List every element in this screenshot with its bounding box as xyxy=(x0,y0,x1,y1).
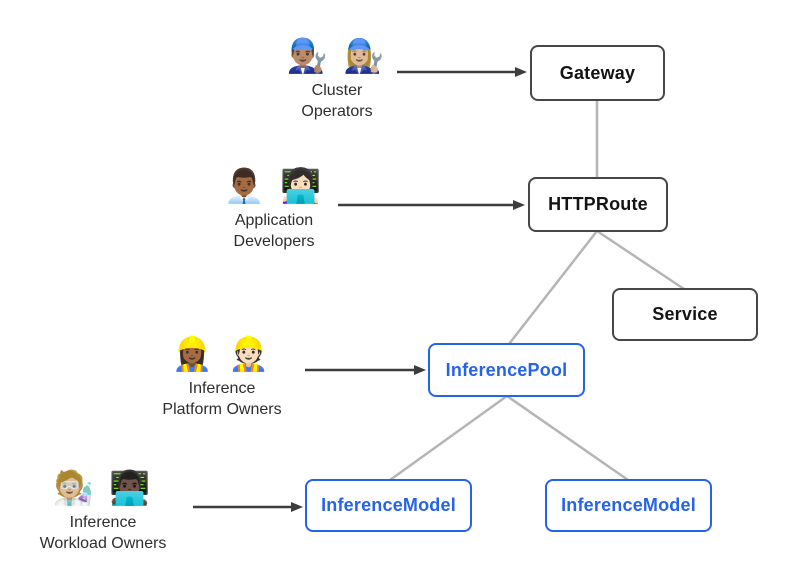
persona-label: Cluster Operators xyxy=(301,80,372,122)
cluster-operators-icon: 👨🏽‍🔧 👩🏼‍🔧 xyxy=(286,37,388,74)
persona-label: Inference Platform Owners xyxy=(162,378,281,420)
persona-label-line1: Inference xyxy=(188,380,256,397)
node-httproute: HTTPRoute xyxy=(528,177,668,232)
node-service: Service xyxy=(612,288,758,341)
persona-label: Application Developers xyxy=(234,210,315,252)
connector-httproute-service xyxy=(596,229,685,291)
persona-label-line1: Cluster xyxy=(311,82,363,99)
persona-label-line2: Developers xyxy=(233,233,315,250)
node-inferencemodel-left: InferenceModel xyxy=(305,479,472,532)
node-gateway: Gateway xyxy=(530,45,665,101)
application-developers-icon: 👨🏾‍💼 👩🏻‍💻 xyxy=(223,167,325,204)
connector-httproute-inferencepool xyxy=(508,230,598,345)
persona-label-line2: Operators xyxy=(301,103,373,120)
persona-label-line1: Inference xyxy=(69,514,137,531)
persona-label: Inference Workload Owners xyxy=(40,512,167,554)
persona-label-line2: Platform Owners xyxy=(162,401,282,418)
persona-inference-platform-owners: 👷🏾‍♀️ 👷🏻 Inference Platform Owners xyxy=(112,334,332,420)
persona-label-line1: Application xyxy=(234,212,314,229)
persona-inference-workload-owners: 🧑🏼‍🔬 👨🏿‍💻 Inference Workload Owners xyxy=(0,468,213,554)
inference-platform-owners-icon: 👷🏾‍♀️ 👷🏻 xyxy=(171,335,273,372)
node-inferencemodel-right: InferenceModel xyxy=(545,479,712,532)
connector-inferencepool-inferencemodel-left xyxy=(389,394,508,482)
connector-inferencepool-inferencemodel-right xyxy=(506,394,629,482)
persona-label-line2: Workload Owners xyxy=(39,535,167,552)
node-inferencepool: InferencePool xyxy=(428,343,585,397)
inference-workload-owners-icon: 🧑🏼‍🔬 👨🏿‍💻 xyxy=(52,469,154,506)
persona-cluster-operators: 👨🏽‍🔧 👩🏼‍🔧 Cluster Operators xyxy=(227,36,447,122)
persona-application-developers: 👨🏾‍💼 👩🏻‍💻 Application Developers xyxy=(164,166,384,252)
